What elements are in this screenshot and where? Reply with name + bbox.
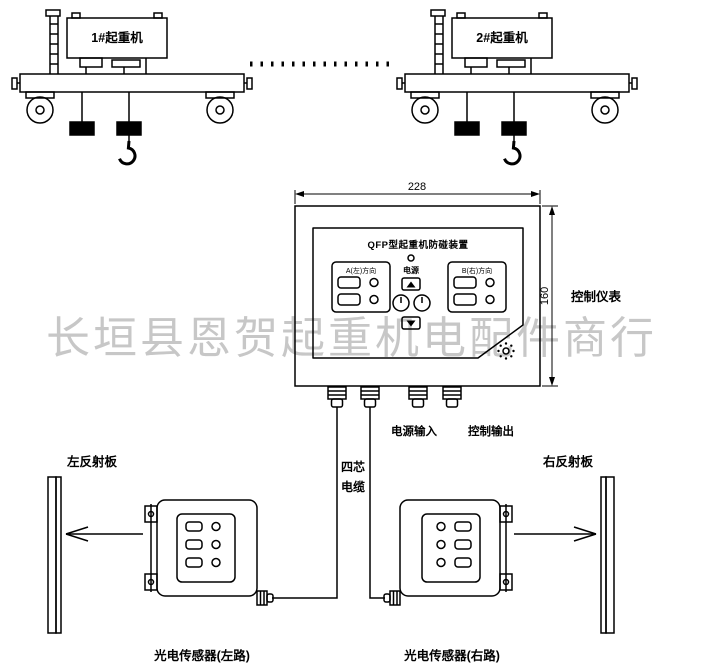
dim-width-label: 228 (408, 181, 426, 193)
left-sensor-panel (176, 513, 236, 583)
left-reflector-label: 左反射板 (66, 454, 118, 469)
left-sensor-body (156, 499, 258, 597)
channel-b-led-2 (485, 294, 495, 305)
right-sensor-bracket-top (499, 505, 513, 523)
control-instrument-label: 控制仪表 (571, 289, 622, 304)
channel-b-panel (447, 261, 507, 313)
left-sensor (144, 499, 274, 606)
left-sensor-bracket-bottom (144, 573, 158, 591)
left-crane-label: 1#起重机 (91, 30, 143, 45)
cable-label-line1: 四芯 (341, 459, 365, 474)
panel-title: QFP型起重机防碰装置 (367, 239, 468, 251)
control-output-label: 控制输出 (468, 424, 514, 438)
right-knob (413, 294, 431, 312)
right-beam-arrow (514, 526, 597, 542)
cable-label-line2: 电缆 (341, 479, 365, 494)
left-sensor-bracket-top (144, 505, 158, 523)
channel-a-button-2 (337, 293, 361, 306)
left-knob (392, 294, 410, 312)
dim-height-label: 160 (539, 287, 551, 305)
dim-arrow-top (549, 206, 555, 215)
watermark-text: 长垣县恩贺起重机电配件商行 (46, 314, 657, 363)
control-box (294, 205, 541, 408)
right-sensor-label: 光电传感器(右路) (403, 648, 500, 663)
channel-a-label: A(左)方向 (346, 266, 376, 275)
cable-gland-3 (408, 386, 428, 408)
channel-a-led-1 (369, 277, 379, 288)
left-beam-arrow (65, 526, 143, 542)
right-crane-label: 2#起重机 (476, 30, 528, 45)
channel-b-button-2 (453, 293, 477, 306)
dimension-width (294, 190, 541, 204)
control-box-glands (327, 386, 462, 408)
cable-gland-1 (327, 386, 347, 408)
channel-a-led-2 (369, 294, 379, 305)
right-reflector-plate (600, 476, 615, 634)
channel-b-led-1 (485, 277, 495, 288)
cable-to-right-sensor (369, 407, 385, 599)
right-sensor-body (399, 499, 501, 597)
up-arrow-icon (406, 281, 416, 288)
right-sensor-bracket-bottom (499, 573, 513, 591)
up-button (401, 277, 421, 291)
dimension-height (542, 205, 558, 387)
cable-to-left-sensor (272, 407, 338, 599)
dim-arrow-right (531, 191, 540, 197)
power-input-label: 电源输入 (391, 424, 437, 438)
down-arrow-icon (406, 320, 416, 327)
dim-arrow-left (295, 191, 304, 197)
right-sensor-gland (383, 590, 401, 606)
dim-arrow-bottom (549, 377, 555, 386)
left-sensor-gland (256, 590, 274, 606)
channel-b-label: B(右)方向 (462, 266, 492, 275)
channel-b-button-1 (453, 276, 477, 289)
right-sensor-panel (421, 513, 481, 583)
left-reflector-plate (47, 476, 62, 634)
channel-a-panel (331, 261, 391, 313)
right-reflector-label: 右反射板 (542, 454, 594, 469)
cable-gland-2 (360, 386, 380, 408)
power-led (407, 254, 415, 262)
right-sensor (383, 499, 513, 606)
control-box-outline (294, 205, 541, 387)
buzzer-icon (497, 342, 515, 360)
center-controls (392, 254, 431, 330)
front-panel (312, 227, 524, 359)
channel-a-button-1 (337, 276, 361, 289)
power-label: 电源 (403, 265, 419, 275)
cable-gland-4 (442, 386, 462, 408)
down-button (401, 316, 421, 330)
left-sensor-label: 光电传感器(左路) (153, 648, 250, 663)
